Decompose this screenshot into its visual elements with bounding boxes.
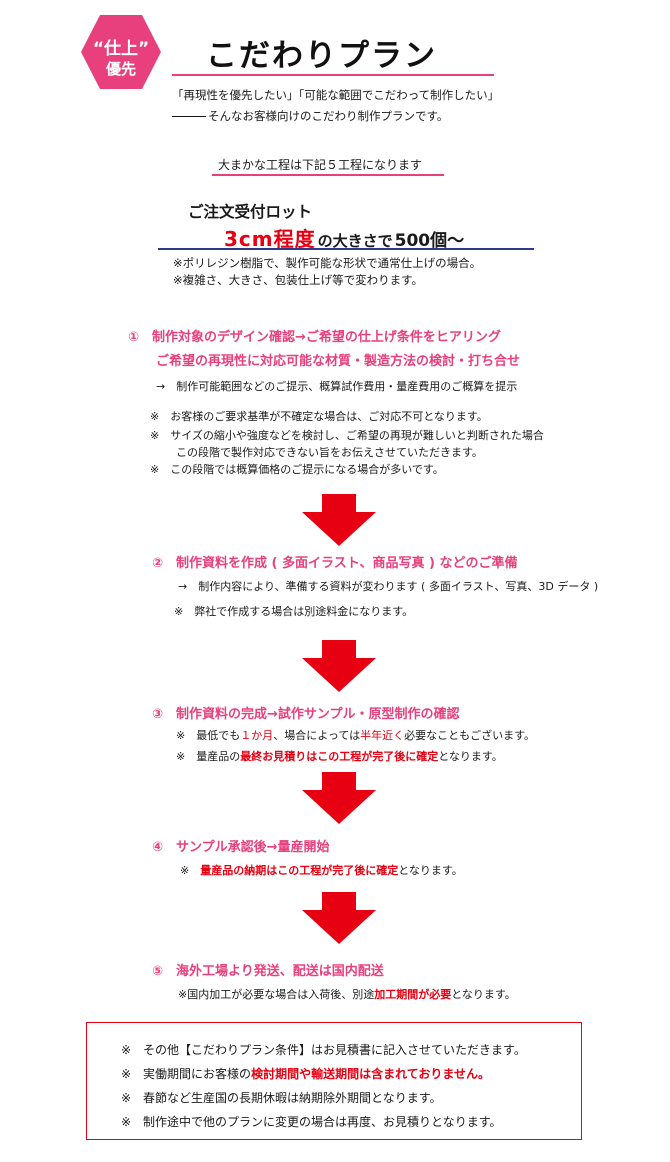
step5-note-c: となります。 xyxy=(451,988,516,1001)
lot-note-2: ※複雑さ、大きさ、包装仕上げ等で変わります。 xyxy=(173,273,423,287)
priority-badge: “仕上” 優先 xyxy=(80,14,162,90)
step3-note-2: ※ 量産品の最終お見積りはこの工程が完了後に確定となります。 xyxy=(176,748,503,764)
step3-note-2-b: 最終お見積りはこの工程が完了後に確定 xyxy=(240,750,439,763)
step3-note-1-a: ※ 最低でも xyxy=(176,729,241,742)
step4-note: ※ 量産品の納期はこの工程が完了後に確定となります。 xyxy=(180,862,463,878)
intro-line-2-text: そんなお客様向けのこだわり制作プランです。 xyxy=(208,109,449,123)
conditions-line-2-b: 検討期間や輸送期間は含まれておりません。 xyxy=(251,1067,490,1081)
hexagon-shape xyxy=(81,15,161,89)
step2-note: ※ 弊社で作成する場合は別途料金になります。 xyxy=(174,605,414,618)
step4-heading: ④ サンプル承認後→量産開始 xyxy=(152,840,330,855)
down-arrow-icon xyxy=(302,494,376,546)
step4-note-c: となります。 xyxy=(398,864,463,877)
conditions-line-3: ※ 春節など生産国の長期休暇は納期除外期間となります。 xyxy=(121,1091,442,1105)
process-note-underline xyxy=(212,174,444,176)
step1-arrow-note: → 制作可能範囲などのご提示、概算試作費用・量産費用のご概算を提示 xyxy=(156,380,518,393)
step3-note-2-c: となります。 xyxy=(438,750,503,763)
down-arrow-icon xyxy=(302,892,376,944)
title-underline xyxy=(172,74,494,76)
conditions-line-2: ※ 実働期間にお客様の検討期間や輸送期間は含まれておりません。 xyxy=(121,1065,490,1082)
step1-note-3: この段階で製作対応できない旨をお伝えさせていただきます。 xyxy=(176,446,483,459)
step3-note-2-a: ※ 量産品の xyxy=(176,750,241,763)
step1-note-4: ※ この段階では概算価格のご提示になる場合が多いです。 xyxy=(150,463,444,476)
lot-title: ご注文受付ロット xyxy=(188,203,313,221)
badge-line2: 優先 xyxy=(105,60,136,78)
step3-note-1: ※ 最低でも１か月、場合によっては半年近く必要なこともございます。 xyxy=(176,727,535,743)
badge-line1: “仕上” xyxy=(92,39,150,59)
step2-heading: ② 制作資料を作成 ( 多面イラスト、商品写真 ) などのご準備 xyxy=(152,556,518,571)
step3-note-1-c: 、場合によっては xyxy=(273,729,361,742)
lot-qty: 500個〜 xyxy=(394,231,465,251)
conditions-line-2-a: ※ 実働期間にお客様の xyxy=(121,1067,252,1081)
step2-arrow-note: → 制作内容により、準備する資料が変わります ( 多面イラスト、写真、3D デー… xyxy=(178,580,599,593)
conditions-line-1: ※ その他【こだわりプラン条件】はお見積書に記入させていただきます。 xyxy=(121,1043,526,1057)
step1-note-1: ※ お客様のご要求基準が不確定な場合は、ご対応不可となります。 xyxy=(150,410,488,423)
step5-note: ※国内加工が必要な場合は入荷後、別途加工期間が必要となります。 xyxy=(178,986,516,1002)
lot-mid: の大きさで xyxy=(317,232,393,250)
lot-size: 3cm程度 xyxy=(224,227,316,251)
down-arrow-icon xyxy=(302,640,376,692)
conditions-line-4: ※ 制作途中で他のプランに変更の場合は再度、お見積りとなります。 xyxy=(121,1115,502,1129)
down-arrow-icon xyxy=(302,772,376,824)
step3-note-1-d: 半年近く xyxy=(360,729,405,742)
step5-note-b: 加工期間が必要 xyxy=(374,988,452,1001)
step1-note-2: ※ サイズの縮小や強度などを検討し、ご希望の再現が難しいと判断された場合 xyxy=(150,429,544,442)
process-note: 大まかな工程は下記５工程になります xyxy=(218,158,423,172)
intro-line-2: そんなお客様向けのこだわり制作プランです。 xyxy=(172,108,448,124)
intro-dash xyxy=(172,116,206,117)
step4-note-a: ※ xyxy=(180,864,201,877)
conditions-box: ※ その他【こだわりプラン条件】はお見積書に記入させていただきます。 ※ 実働期… xyxy=(86,1022,582,1140)
step3-note-1-b: １か月 xyxy=(240,729,274,742)
step3-heading: ③ 制作資料の完成→試作サンプル・原型制作の確認 xyxy=(152,707,460,722)
step5-heading: ⑤ 海外工場より発送、配送は国内配送 xyxy=(152,964,384,979)
step4-note-b: 量産品の納期はこの工程が完了後に確定 xyxy=(200,864,399,877)
step5-note-a: ※国内加工が必要な場合は入荷後、別途 xyxy=(178,988,375,1001)
page-title: こだわりプラン xyxy=(206,38,437,74)
intro-line-1: 「再現性を優先したい」「可能な範囲でこだわって制作したい」 xyxy=(172,88,500,102)
lot-underline xyxy=(158,248,534,250)
step3-note-1-e: 必要なこともございます。 xyxy=(404,729,536,742)
step1-heading-2: ご希望の再現性に対応可能な材質・製造方法の検討・打ち合せ xyxy=(156,354,521,369)
step1-heading-1: ① 制作対象のデザイン確認→ご希望の仕上げ条件をヒアリング xyxy=(128,330,501,345)
lot-note-1: ※ポリレジン樹脂で、製作可能な形状で通常仕上げの場合。 xyxy=(173,256,482,270)
